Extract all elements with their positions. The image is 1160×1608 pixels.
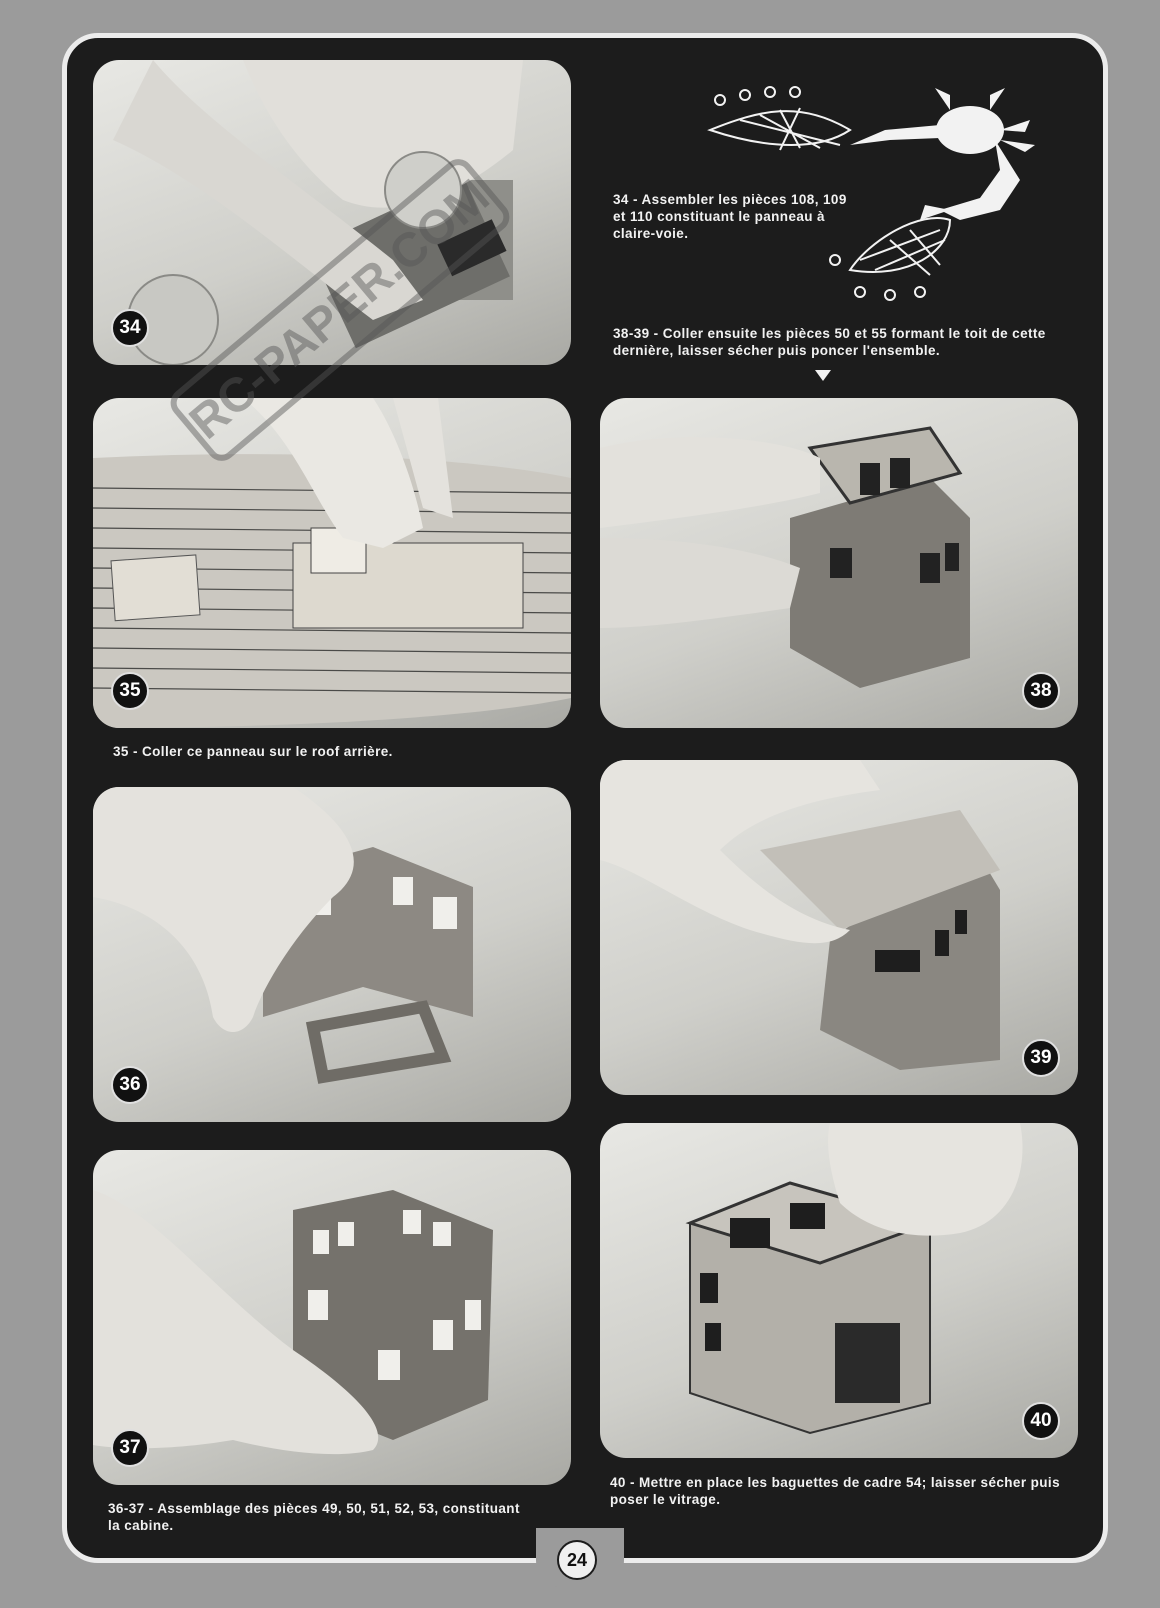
photo-step-39: 39 xyxy=(600,760,1078,1095)
photo-number-badge: 40 xyxy=(1022,1402,1060,1440)
photo-step-35: 35 xyxy=(93,398,571,728)
page-number: 24 xyxy=(557,1540,597,1580)
photo-step-34: 34 xyxy=(93,60,571,365)
photo-step-40: 40 xyxy=(600,1123,1078,1458)
photo-number-badge: 37 xyxy=(111,1429,149,1467)
down-arrow-icon xyxy=(815,370,831,381)
photo-step-36: 36 xyxy=(93,787,571,1122)
caption-step-40: 40 - Mettre en place les baguettes de ca… xyxy=(610,1475,1060,1507)
photo-step-37: 37 xyxy=(93,1150,571,1485)
photo-step-38: 38 xyxy=(600,398,1078,728)
photo-number-badge: 39 xyxy=(1022,1039,1060,1077)
photo-number-badge: 36 xyxy=(111,1066,149,1104)
caption-step-35: 35 - Coller ce panneau sur le roof arriè… xyxy=(113,744,393,759)
photo-number-badge: 35 xyxy=(111,672,149,710)
photo-number-badge: 34 xyxy=(111,309,149,347)
crab-illustration xyxy=(707,86,1035,301)
caption-step-38-39: 38-39 - Coller ensuite les pièces 50 et … xyxy=(613,326,1046,358)
caption-step-34: 34 - Assembler les pièces 108, 109 et 11… xyxy=(613,192,847,241)
caption-step-36-37: 36-37 - Assemblage des pièces 49, 50, 51… xyxy=(108,1501,520,1533)
photo-number-badge: 38 xyxy=(1022,672,1060,710)
